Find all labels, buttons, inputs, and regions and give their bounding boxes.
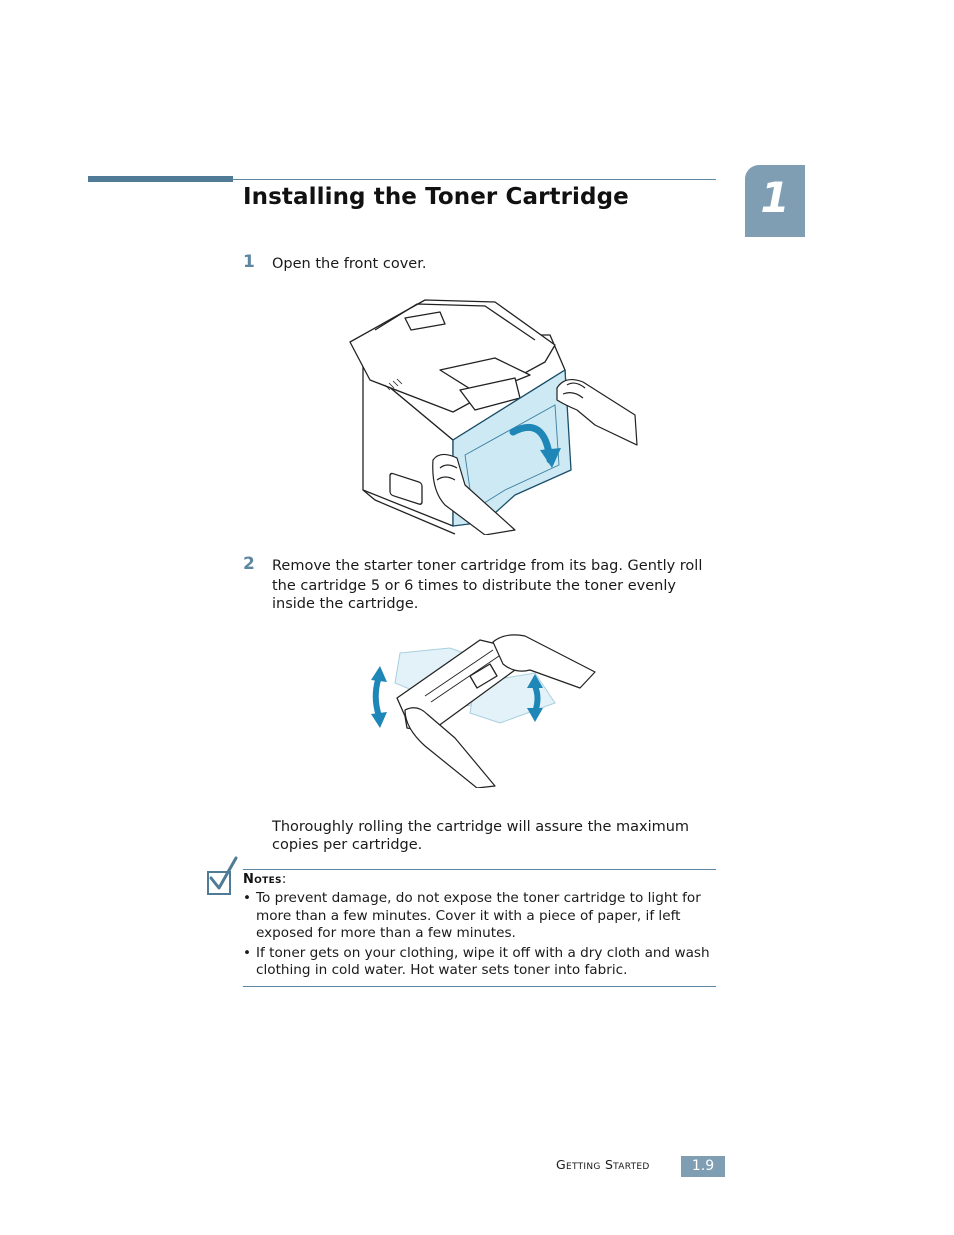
step-text-1: Open the front cover. [272,256,427,272]
toner-rolling-illustration [371,634,596,788]
notes-list: To prevent damage, do not expose the ton… [243,890,718,982]
chapter-tab: 1 [745,165,805,237]
notes-heading: Notes: [243,872,287,887]
chapter-number: 1 [760,173,790,222]
page-title: Installing the Toner Cartridge [243,184,629,210]
step-text-2-line-3: inside the cartridge. [272,596,419,612]
rolling-note-line-2: copies per cartridge. [272,837,423,853]
list-item: To prevent damage, do not expose the ton… [243,890,718,943]
notes-rule-bottom [243,986,716,987]
rolling-note-line-1: Thoroughly rolling the cartridge will as… [272,819,690,835]
step-text-2-line-2: the cartridge 5 or 6 times to distribute… [272,578,676,594]
step-number-1: 1 [243,252,255,272]
notes-rule-top [243,869,716,870]
list-item: If toner gets on your clothing, wipe it … [243,945,718,980]
printer-open-cover-illustration [349,299,638,535]
header-rule-thick [88,176,233,182]
header-rule-thin [233,179,716,180]
page-number: 1.9 [681,1156,725,1177]
checkmark-note-icon [207,856,238,895]
step-text-2-line-1: Remove the starter toner cartridge from … [272,558,703,574]
step-number-2: 2 [243,554,255,574]
footer-section-label: Getting Started [556,1157,650,1172]
